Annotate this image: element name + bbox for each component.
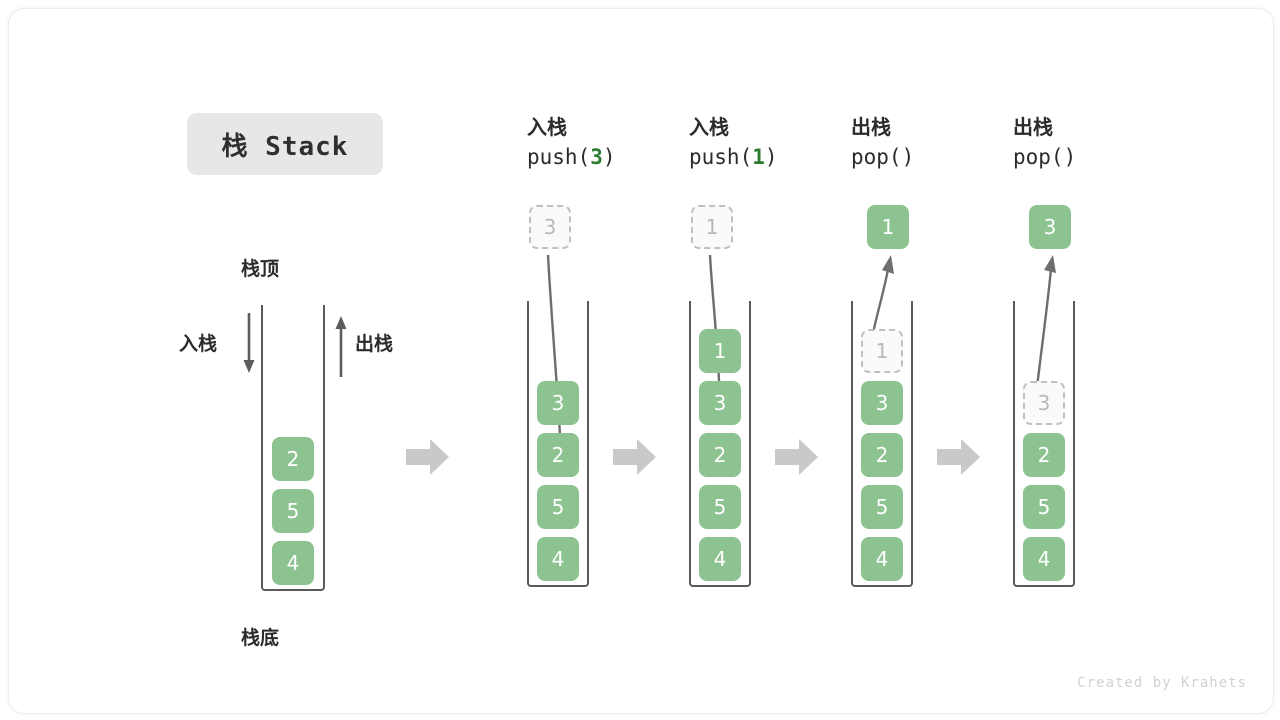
separator-arrow-icon <box>613 439 656 475</box>
stack-cell: 2 <box>272 437 314 481</box>
step-heading: 入栈 push(3) <box>527 113 657 172</box>
step-heading: 出栈 pop() <box>1013 113 1143 172</box>
diagram-canvas: 栈 Stack 栈顶 入栈 出栈 2 5 4 栈底 <box>8 8 1274 714</box>
stack-cell: 4 <box>1023 537 1065 581</box>
stack-cell: 4 <box>537 537 579 581</box>
step-heading-code: push(1) <box>689 142 819 172</box>
stack-cell: 2 <box>537 433 579 477</box>
stack-cell: 1 <box>861 329 903 373</box>
stack-cell: 3 <box>1023 381 1065 425</box>
code-value: 1 <box>752 145 765 169</box>
stack-cells: 3 2 5 4 <box>1023 329 1065 581</box>
stack-bottom-label: 栈底 <box>241 627 280 649</box>
pop-label: 出栈 <box>355 333 394 355</box>
step-heading-code: pop() <box>1013 142 1143 172</box>
stack-cell-empty <box>1023 329 1065 373</box>
step-heading-cn: 出栈 <box>851 115 891 139</box>
stack-cell: 1 <box>699 329 741 373</box>
stack-container: 1 3 2 5 4 <box>851 301 913 587</box>
step-push-3: 入栈 push(3) 3 3 2 5 4 <box>527 113 657 593</box>
floating-cell: 3 <box>529 205 571 249</box>
stack-cell: 4 <box>699 537 741 581</box>
step-heading-cn: 入栈 <box>527 115 567 139</box>
stack-container: 3 2 5 4 <box>1013 301 1075 587</box>
push-down-arrow-icon <box>243 313 255 373</box>
code-prefix: pop( <box>1013 145 1064 169</box>
title-badge: 栈 Stack <box>187 113 383 175</box>
stack-cells: 1 3 2 5 4 <box>699 329 741 581</box>
code-value: 3 <box>590 145 603 169</box>
step-heading-code: pop() <box>851 142 981 172</box>
stack-cell: 5 <box>537 485 579 529</box>
code-prefix: push( <box>689 145 753 169</box>
push-label: 入栈 <box>179 333 218 355</box>
pop-up-arrow-icon <box>335 316 347 377</box>
stack-cell: 2 <box>699 433 741 477</box>
stack-cell: 3 <box>861 381 903 425</box>
step-push-1: 入栈 push(1) 1 1 3 2 5 4 <box>689 113 819 593</box>
stack-cells: 1 3 2 5 4 <box>861 329 903 581</box>
floating-cell: 1 <box>867 205 909 249</box>
stack-cell: 3 <box>537 381 579 425</box>
code-suffix: ) <box>602 145 616 169</box>
code-suffix: ) <box>764 145 778 169</box>
step-heading: 入栈 push(1) <box>689 113 819 172</box>
stack-cell: 5 <box>861 485 903 529</box>
stack-cell: 5 <box>272 489 314 533</box>
title-text: 栈 Stack <box>221 131 349 162</box>
code-suffix: ) <box>901 145 915 169</box>
code-suffix: ) <box>1063 145 1077 169</box>
stack-cells: 3 2 5 4 <box>537 381 579 581</box>
stack-cell: 4 <box>272 541 314 585</box>
floating-cell: 3 <box>1029 205 1071 249</box>
step-heading-cn: 出栈 <box>1013 115 1053 139</box>
stack-cell: 2 <box>861 433 903 477</box>
code-prefix: pop( <box>851 145 902 169</box>
initial-stack-group: 栈顶 入栈 出栈 2 5 4 栈底 <box>159 239 419 659</box>
code-prefix: push( <box>527 145 591 169</box>
stack-cell: 2 <box>1023 433 1065 477</box>
separator-arrow-icon <box>775 439 818 475</box>
stack-cell: 4 <box>861 537 903 581</box>
stack-cell: 3 <box>699 381 741 425</box>
separator-arrow-icon <box>406 439 449 475</box>
step-heading-code: push(3) <box>527 142 657 172</box>
floating-cell: 1 <box>691 205 733 249</box>
stack-cell: 5 <box>1023 485 1065 529</box>
separator-arrow-icon <box>937 439 980 475</box>
step-pop-1: 出栈 pop() 1 1 3 2 5 4 <box>851 113 981 593</box>
stack-top-label: 栈顶 <box>241 258 280 280</box>
initial-stack-container: 2 5 4 <box>261 305 325 591</box>
stack-cell: 5 <box>699 485 741 529</box>
step-heading-cn: 入栈 <box>689 115 729 139</box>
step-heading: 出栈 pop() <box>851 113 981 172</box>
initial-stack-cells: 2 5 4 <box>272 437 314 585</box>
stack-container: 3 2 5 4 <box>527 301 589 587</box>
step-pop-3: 出栈 pop() 3 3 2 5 4 <box>1013 113 1143 593</box>
stack-container: 1 3 2 5 4 <box>689 301 751 587</box>
watermark: Created by Krahets <box>1077 675 1247 691</box>
